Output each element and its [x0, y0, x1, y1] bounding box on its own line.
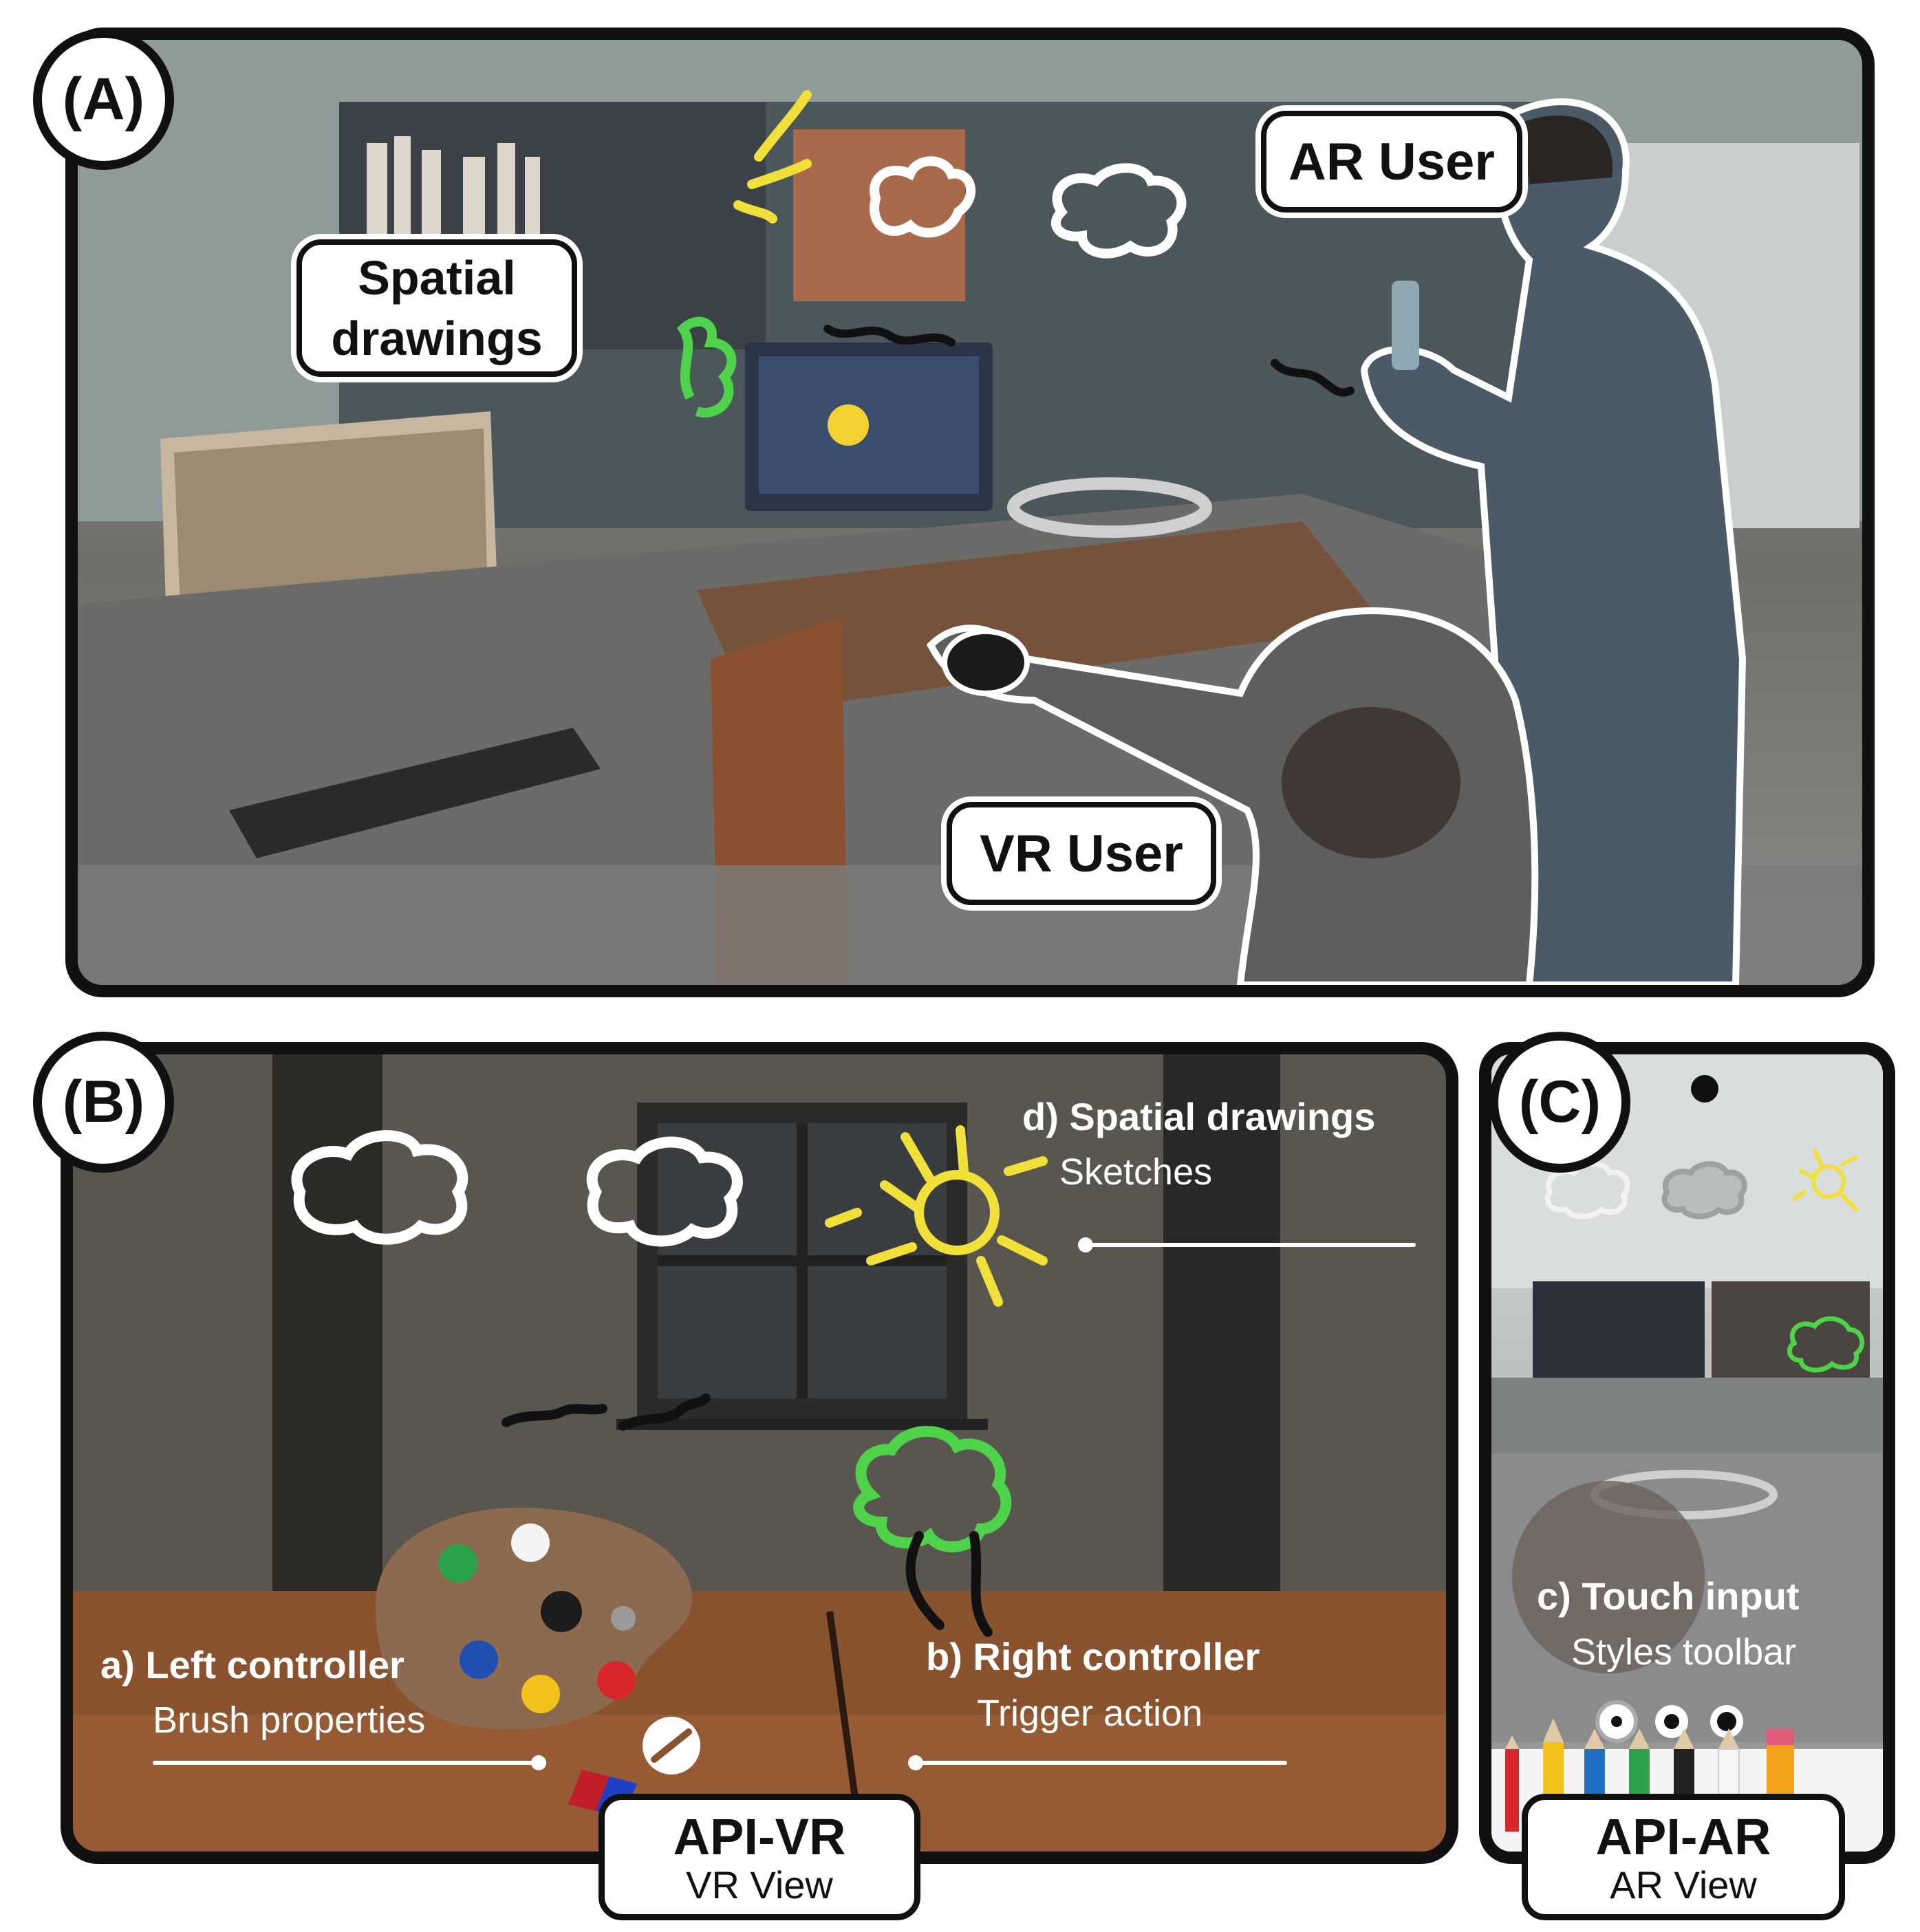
vr-user-figure	[926, 607, 1539, 985]
annotation-right-controller-title: b) Right controller	[926, 1635, 1260, 1678]
annotation-touch-input-title: c) Touch input	[1537, 1574, 1800, 1618]
phone-camera-notch	[1691, 1075, 1718, 1103]
annotation-left-controller-sub: Brush properties	[153, 1700, 426, 1741]
white-cloud-sketch-right	[586, 1136, 743, 1247]
ar-user-figure	[1360, 98, 1747, 985]
leader-line-right-controller	[916, 1761, 1287, 1765]
white-cloud-sketch-2	[1051, 163, 1187, 259]
black-bird-sketch-1	[501, 1404, 607, 1427]
api-ar-title: API-AR	[1595, 1808, 1771, 1865]
api-vr-subtitle: VR View	[686, 1863, 833, 1907]
annotation-left-controller-title: a) Left controller	[100, 1643, 405, 1686]
grey-cloud-sketch	[1661, 1161, 1747, 1219]
vr-room-illustration	[73, 1054, 1446, 1852]
green-tree-sketch	[1787, 1316, 1865, 1373]
green-tree-sketch	[853, 1426, 1012, 1552]
annotation-spatial-drawings-title: d) Spatial drawings	[1022, 1095, 1376, 1138]
callout-ar-user-text: AR User	[1288, 132, 1495, 191]
annotation-touch-input-sub: Styles toolbar	[1571, 1631, 1797, 1673]
yellow-sun-sketch	[1811, 1164, 1846, 1199]
smartphone	[1392, 281, 1419, 370]
green-tree-sketch	[676, 316, 737, 417]
yellow-sketch	[733, 90, 812, 224]
white-cloud-sketch-1	[1544, 1161, 1630, 1219]
panel-label-b: (B)	[33, 1032, 174, 1173]
yellow-sketch-dot	[828, 404, 869, 446]
annotation-spatial-drawings-sub: Sketches	[1059, 1151, 1213, 1193]
black-bird-sketch	[823, 325, 956, 347]
callout-ar-user: AR User	[1261, 111, 1522, 213]
panel-b-vr-view: d) Spatial drawings Sketches a) Left con…	[61, 1042, 1458, 1864]
panel-c-ar-phone-view: c) Touch input Styles toolbar	[1479, 1042, 1895, 1864]
callout-vr-user-text: VR User	[980, 824, 1183, 883]
white-cloud-sketch-left	[291, 1130, 468, 1245]
api-vr-title: API-VR	[673, 1808, 846, 1865]
ar-phone-scene	[1491, 1054, 1883, 1852]
annotation-right-controller-sub: Trigger action	[977, 1693, 1203, 1734]
white-cloud-sketch-1	[870, 156, 975, 238]
panel-label-c: (C)	[1489, 1032, 1630, 1173]
callout-spatial-drawings: Spatial drawings	[296, 239, 577, 377]
api-ar-subtitle: AR View	[1610, 1863, 1757, 1907]
api-ar-label-box: API-AR AR View	[1522, 1794, 1845, 1920]
api-vr-label-box: API-VR VR View	[598, 1794, 920, 1920]
callout-vr-user: VR User	[947, 802, 1216, 905]
leader-line-sketches	[1086, 1243, 1416, 1247]
vr-controller	[942, 629, 1030, 696]
panel-label-a: (A)	[33, 29, 174, 170]
leader-line-left-controller	[153, 1761, 538, 1765]
panel-a-mixed-reality-scene: Spatial drawings AR User VR User	[65, 28, 1875, 997]
black-bird-sketch-2	[618, 1393, 711, 1431]
leader-dot-left-controller	[531, 1755, 546, 1770]
callout-spatial-drawings-text: Spatial drawings	[331, 251, 543, 365]
